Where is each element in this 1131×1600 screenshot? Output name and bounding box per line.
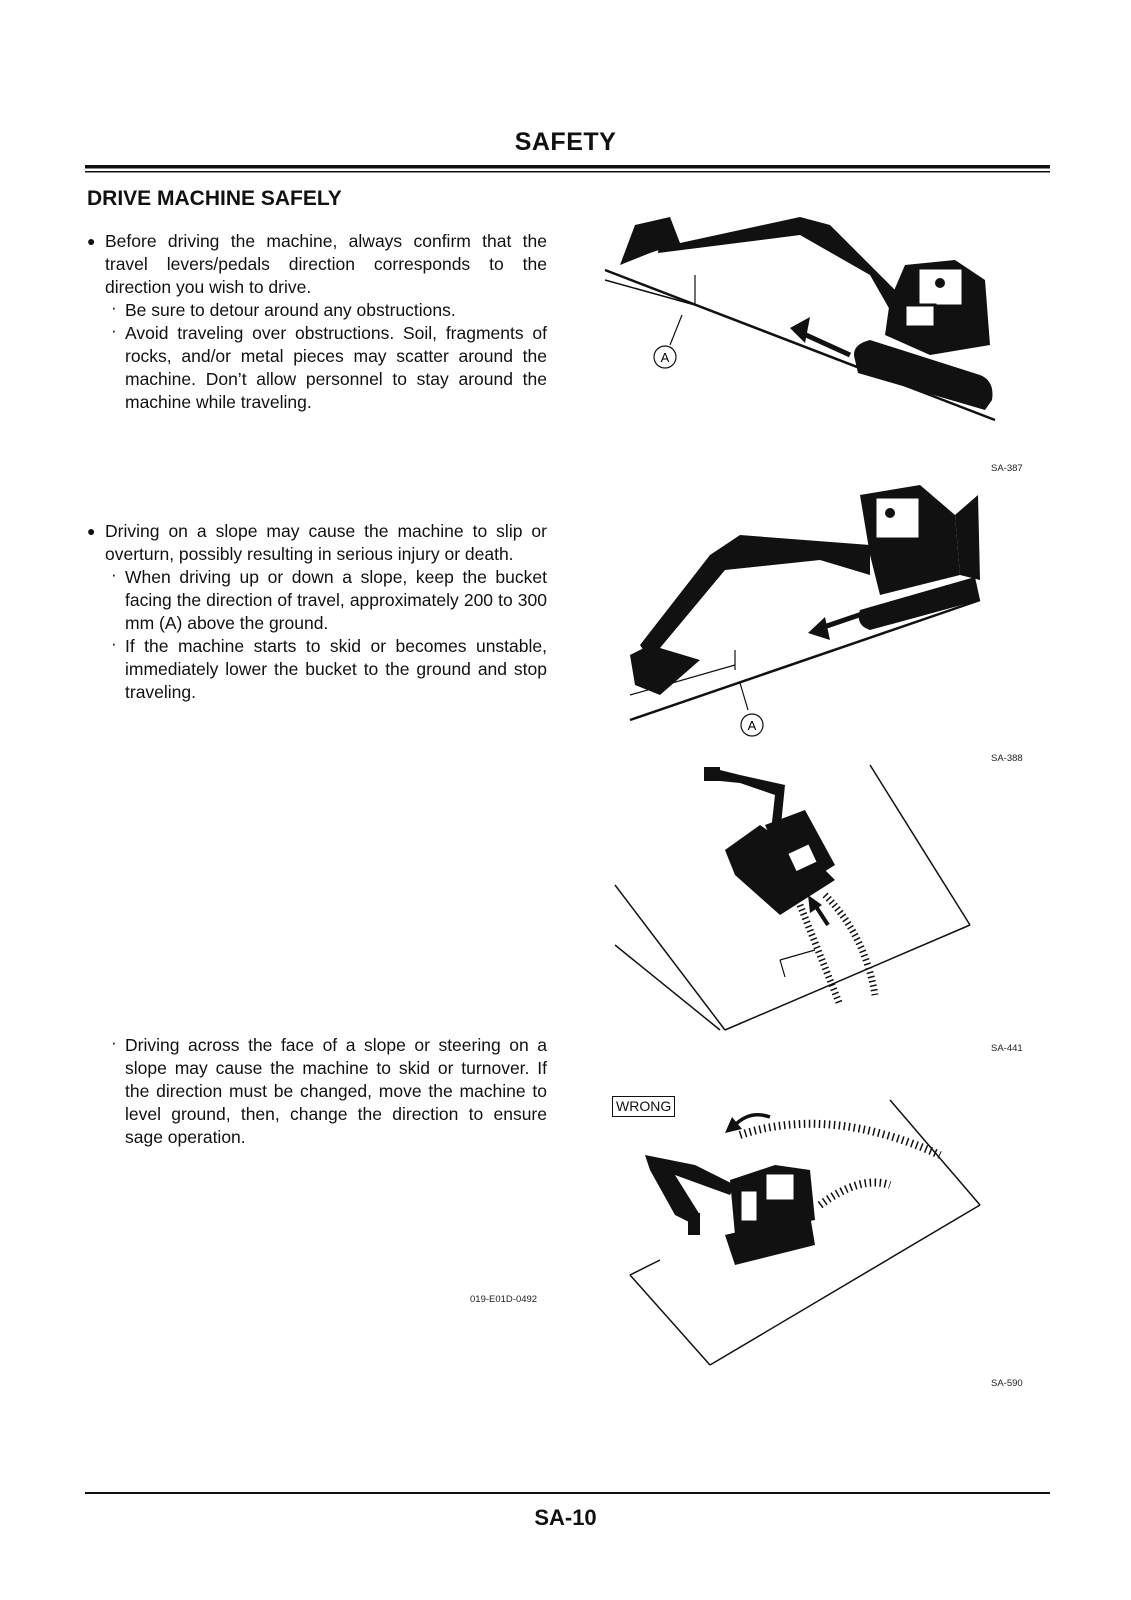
text-block-2: ● Driving on a slope may cause the machi…	[87, 520, 547, 704]
figure-code: SA-387	[991, 463, 1023, 474]
figure-excavator-downhill: A	[604, 217, 996, 422]
sub-bullet-dot-icon: ·	[111, 1033, 117, 1052]
sub-bullet: · Avoid traveling over obstructions. Soi…	[87, 321, 547, 414]
figure-excavator-bucket-lowered: A	[629, 485, 981, 737]
sub-bullet: · When driving up or down a slope, keep …	[87, 565, 547, 635]
bullet-dot-icon: ●	[87, 233, 96, 249]
page-header-title: SAFETY	[514, 128, 617, 156]
bullet-dot-icon: ●	[87, 523, 96, 539]
figure-excavator-steering-slope	[629, 1099, 981, 1366]
page-number: SA-10	[534, 1505, 597, 1530]
text-block-3: · Driving across the face of a slope or …	[87, 1033, 547, 1149]
bullet-paragraph: ● Before driving the machine, always con…	[87, 230, 547, 299]
sub-bullet-text: If the machine starts to skid or becomes…	[125, 636, 547, 702]
header-double-rule	[85, 165, 1050, 173]
bullet-text: Driving on a slope may cause the machine…	[105, 521, 547, 564]
sub-bullet-text: When driving up or down a slope, keep th…	[125, 567, 547, 633]
sub-bullet-text: Be sure to detour around any obstruction…	[125, 300, 456, 320]
sub-bullet-dot-icon: ·	[111, 634, 117, 653]
sub-bullet-dot-icon: ·	[111, 565, 117, 584]
sub-bullet-text: Avoid traveling over obstructions. Soil,…	[125, 323, 547, 412]
section-title: DRIVE MACHINE SAFELY	[87, 187, 342, 210]
document-code: 019-E01D-0492	[470, 1294, 538, 1305]
sub-bullet-text: Driving across the face of a slope or st…	[125, 1035, 547, 1147]
footer-rule	[85, 1492, 1050, 1494]
figure-label-a: A	[661, 350, 670, 365]
figure-excavator-climbing-slope	[614, 764, 971, 1031]
sub-bullet-dot-icon: ·	[111, 321, 117, 340]
figure-code: SA-590	[991, 1378, 1023, 1389]
wrong-badge: WRONG	[612, 1096, 676, 1117]
sub-bullet: · Be sure to detour around any obstructi…	[87, 298, 547, 322]
sub-bullet-dot-icon: ·	[111, 298, 117, 317]
figure-label-a: A	[748, 718, 757, 733]
bullet-text: Before driving the machine, always confi…	[105, 231, 547, 297]
figure-code: SA-388	[991, 753, 1023, 764]
sub-bullet: · Driving across the face of a slope or …	[87, 1033, 547, 1149]
text-block-1: ● Before driving the machine, always con…	[87, 230, 547, 414]
figure-code: SA-441	[991, 1043, 1023, 1054]
bullet-paragraph: ● Driving on a slope may cause the machi…	[87, 520, 547, 566]
sub-bullet: · If the machine starts to skid or becom…	[87, 634, 547, 704]
